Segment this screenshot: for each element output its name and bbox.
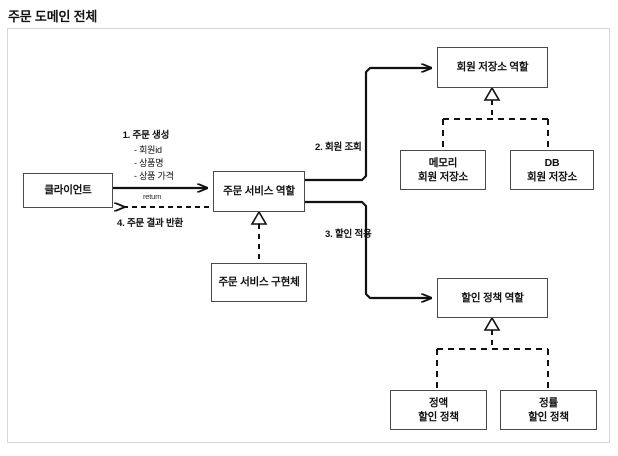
node-member-repository-role[interactable]: 회원 저장소 역할 (437, 47, 548, 88)
node-db-member-repository-label-1: DB (544, 156, 560, 169)
node-rate-discount-policy-label-2: 할인 정책 (528, 411, 569, 423)
edge-label-step2-member-lookup: 2. 회원 조회 (315, 142, 362, 153)
edge-realization-discount-policy (436, 316, 549, 390)
node-order-service-role[interactable]: 주문 서비스 역할 (213, 171, 305, 212)
edge-label-step1-param-2: - 상품 가격 (134, 170, 174, 181)
node-db-member-repository-label-2: 회원 저장소 (526, 171, 578, 183)
edge-label-step4-order-result: 4. 주문 결과 반환 (117, 218, 184, 229)
node-client[interactable]: 클라이언트 (23, 173, 113, 208)
edge-label-step1-order-create: 1. 주문 생성 - 회원id - 상품명 - 상품 가격 (118, 129, 174, 183)
node-rate-discount-policy[interactable]: 정률 할인 정책 (500, 390, 597, 430)
edge-realization-order-service (250, 210, 268, 263)
node-fixed-discount-policy-label-1: 정액 (429, 396, 448, 409)
node-fixed-discount-policy[interactable]: 정액 할인 정책 (390, 390, 487, 430)
node-memory-member-repository-label-2: 회원 저장소 (417, 171, 469, 183)
node-discount-policy-role[interactable]: 할인 정책 역할 (437, 278, 548, 318)
node-memory-member-repository[interactable]: 메모리 회원 저장소 (400, 150, 486, 190)
node-rate-discount-policy-label-1: 정률 (539, 396, 558, 409)
edge-label-step1-title: 1. 주문 생성 (122, 130, 170, 141)
edge-label-step1-param-1: - 상품명 (134, 157, 164, 168)
node-order-service-impl-label: 주문 서비스 구현체 (218, 276, 300, 289)
page-title: 주문 도메인 전체 (8, 9, 98, 24)
node-discount-policy-role-label: 할인 정책 역할 (461, 291, 524, 304)
edge-order-service-to-discount-policy (303, 200, 433, 298)
edge-realization-member-repo (442, 86, 549, 150)
node-memory-member-repository-label-1: 메모리 (428, 156, 458, 169)
node-client-label: 클라이언트 (44, 184, 92, 197)
edge-label-step1-param-0: - 회원id (134, 144, 162, 155)
edge-label-return: return (143, 192, 162, 201)
node-fixed-discount-policy-label-2: 할인 정책 (418, 411, 459, 423)
node-member-repository-role-label: 회원 저장소 역할 (456, 61, 529, 74)
node-order-service-impl[interactable]: 주문 서비스 구현체 (211, 263, 307, 302)
edge-order-service-to-member-repo (303, 68, 433, 182)
edge-label-step3-discount-apply: 3. 할인 적용 (325, 229, 372, 240)
diagram-frame (7, 28, 610, 443)
node-order-service-role-label: 주문 서비스 역할 (223, 185, 295, 198)
node-db-member-repository[interactable]: DB 회원 저장소 (510, 150, 594, 190)
